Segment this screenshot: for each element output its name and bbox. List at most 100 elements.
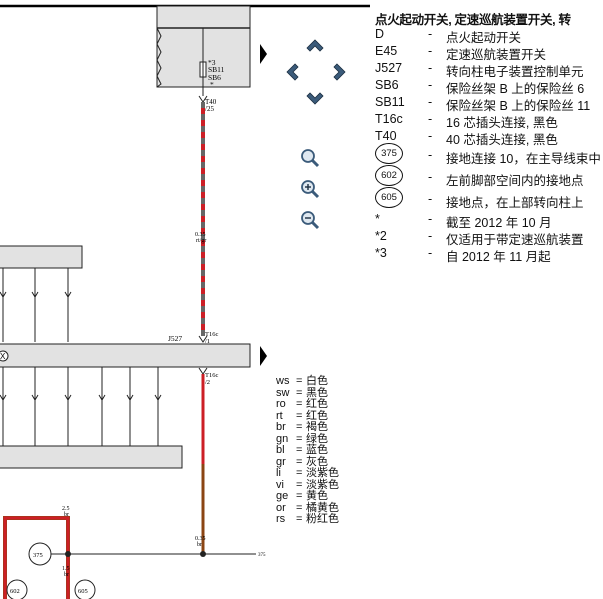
- equals-sign: =: [296, 501, 303, 514]
- equals-sign: =: [296, 444, 303, 456]
- wire-lower-size: 0.35: [195, 536, 206, 542]
- legend-item: T40 -40 芯插头连接, 黑色: [375, 129, 603, 147]
- page-continue-arrow-bottom[interactable]: [260, 346, 267, 366]
- color-name: 蓝色: [306, 444, 328, 456]
- color-code: bl: [276, 444, 285, 456]
- legend-code: *: [375, 212, 380, 226]
- wire-left-loop-red: [3, 516, 70, 599]
- legend-dash: -: [428, 212, 433, 226]
- chevron-right-icon[interactable]: [333, 63, 346, 81]
- legend-desc: 自 2012 年 11 月起: [446, 250, 551, 263]
- legend-note: * -截至 2012 年 10 月: [375, 212, 603, 230]
- edge-ref: 375: [258, 553, 266, 558]
- color-code: vi: [276, 478, 284, 491]
- color-name: 红色: [306, 409, 328, 422]
- chevron-left-icon[interactable]: [286, 63, 299, 81]
- legend-dash: -: [428, 246, 433, 260]
- t16c-top-pin: /1: [205, 338, 210, 345]
- equals-sign: =: [296, 421, 303, 433]
- equals-sign: =: [296, 386, 303, 399]
- legend-ground-item: 375-接地连接 10，在主导线束中: [375, 143, 603, 168]
- color-key-row: li=淡紫色: [276, 467, 339, 480]
- color-key-row: ws =白色: [276, 375, 339, 388]
- legend-desc: 40 芯插头连接, 黑色: [446, 133, 558, 147]
- legend-desc: 接地点，在上部转向柱上: [446, 196, 584, 210]
- chevron-up-icon[interactable]: [306, 39, 324, 52]
- t16c-bottom-label: T16c: [205, 372, 218, 379]
- color-code: li: [276, 467, 281, 479]
- legend-ground-item: 602 -左前脚部空间内的接地点: [375, 165, 603, 190]
- x-mark-circle: [0, 350, 9, 362]
- wire-upper-color: rt/gr: [196, 238, 206, 244]
- ground-badge: 605: [375, 187, 403, 208]
- color-name: 褐色: [306, 421, 328, 433]
- color-code: or: [276, 501, 286, 514]
- legend-code: T40: [375, 129, 397, 143]
- equals-sign: =: [296, 375, 303, 387]
- zoom-out-icon[interactable]: [301, 211, 320, 230]
- upper-left-component-box: [0, 245, 83, 269]
- color-key-row: rs =粉红色: [276, 513, 339, 526]
- legend-item: D -点火起动开关: [375, 27, 603, 45]
- fuse-box-cut-edge: [156, 27, 162, 88]
- ground-badge: 602: [375, 165, 403, 186]
- color-name: 橘黄色: [306, 501, 339, 514]
- legend-item: E45-定速巡航装置开关: [375, 44, 603, 62]
- color-key-row: or =橘黄色: [276, 501, 339, 515]
- legend-desc: 保险丝架 B 上的保险丝 6: [446, 82, 585, 96]
- color-code: ws: [276, 375, 290, 387]
- fuse-label-d: *: [210, 80, 214, 89]
- color-name: 粉红色: [306, 513, 339, 525]
- legend-item: T16c-16 芯插头连接, 黑色: [375, 112, 603, 130]
- t16c-top-label: T16c: [205, 331, 218, 338]
- zoom-in-icon[interactable]: [301, 180, 320, 199]
- legend-dash: -: [428, 192, 433, 206]
- lower-left-component-box: [0, 445, 183, 469]
- equals-sign: =: [296, 513, 303, 525]
- legend-code: SB11: [375, 95, 405, 109]
- page-continue-arrow-top[interactable]: [260, 44, 267, 64]
- j527-label: J527: [168, 334, 182, 343]
- legend-desc: 截至 2012 年 10 月: [446, 216, 552, 230]
- ground-605: [74, 579, 96, 599]
- fuse-label-b: SB11: [208, 65, 225, 74]
- magnifier-icon[interactable]: [301, 149, 320, 168]
- legend-dash: -: [428, 170, 433, 184]
- color-code: ge: [276, 490, 289, 502]
- legend-desc: 定速巡航装置开关: [446, 48, 547, 62]
- ground-602: [6, 579, 28, 599]
- legend-desc: 点火起动开关: [446, 31, 522, 45]
- legend-note: *2-仅适用于带定速巡航装置: [375, 229, 603, 247]
- color-name: 白色: [306, 375, 328, 387]
- color-key-row: gn=绿色: [276, 432, 339, 446]
- equals-sign: =: [296, 432, 303, 445]
- equals-sign: =: [296, 398, 303, 410]
- wire-left-size-top: 2.5: [62, 506, 70, 512]
- color-code: ro: [276, 398, 286, 410]
- legend-dash: -: [428, 129, 433, 143]
- t40-pin: /25: [205, 105, 214, 113]
- legend-dash: -: [428, 148, 433, 162]
- color-key-row: ro=红色: [276, 398, 339, 411]
- color-key-row: ge=黄色: [276, 490, 339, 503]
- legend-code: D: [375, 27, 385, 41]
- legend-item: SB6-保险丝架 B 上的保险丝 6: [375, 78, 603, 96]
- chevron-down-icon[interactable]: [306, 92, 324, 105]
- color-key-row: sw=黑色: [276, 386, 339, 400]
- wire-left-size-bottom: 1.5: [62, 566, 70, 572]
- wire-color-key: ws=白色 sw=黑色 ro=红色 rt=红色 br=褐色 gn=绿色 bl=蓝…: [276, 375, 339, 526]
- legend-desc: 左前脚部空间内的接地点: [446, 174, 584, 188]
- legend-dash: -: [428, 61, 433, 75]
- fuse-label-c: SB6: [208, 73, 221, 82]
- color-code: rs: [276, 513, 286, 525]
- color-name: 绿色: [306, 432, 328, 445]
- legend-note: *3-自 2012 年 11 月起: [375, 246, 603, 263]
- ground-605-label: 605: [78, 588, 88, 595]
- color-key-row: bl =蓝色: [276, 444, 339, 457]
- legend-dash: -: [428, 27, 433, 41]
- color-name: 灰色: [306, 455, 328, 468]
- legend-code: J527: [375, 61, 403, 75]
- legend-code: SB6: [375, 78, 399, 92]
- color-key-row: gr=灰色: [276, 455, 339, 469]
- connector-pins-lower: [0, 367, 162, 446]
